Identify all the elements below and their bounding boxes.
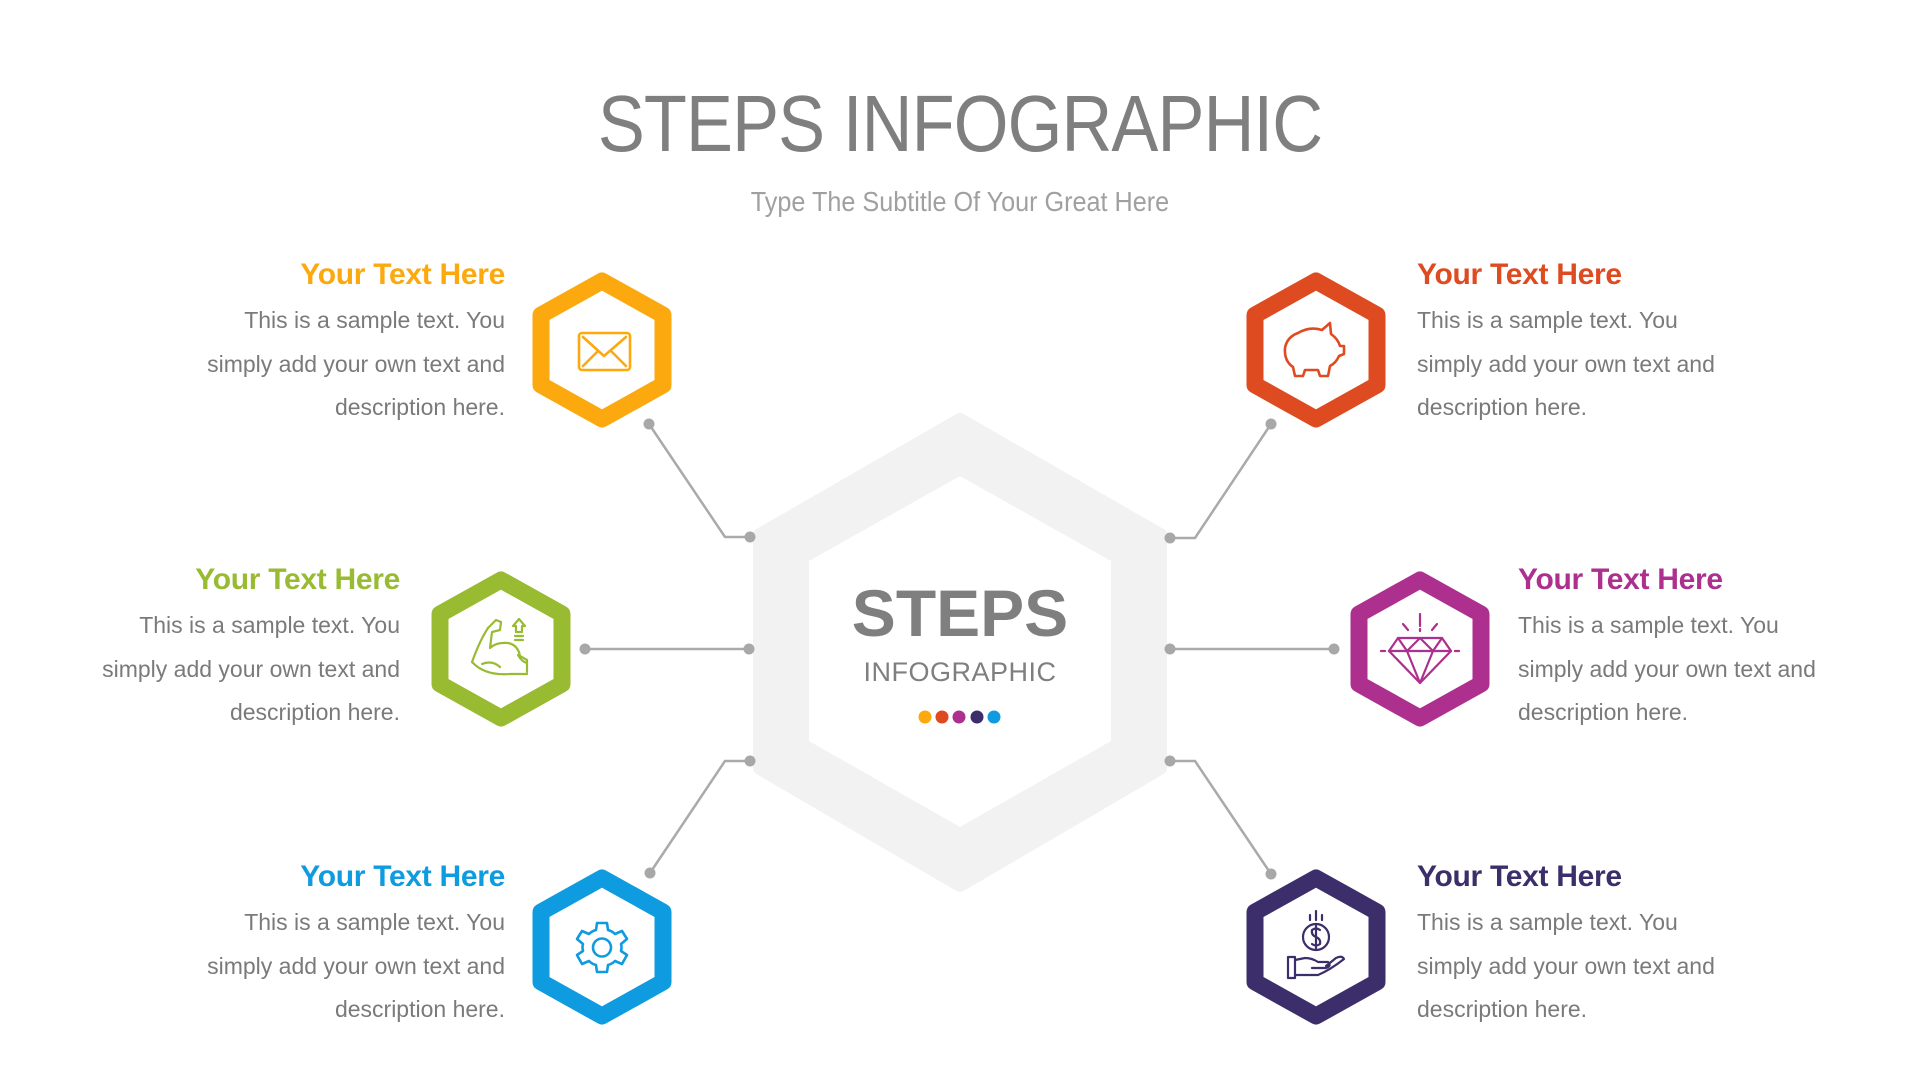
hexagon-middle-right: [1350, 571, 1490, 727]
connector-top-left: [647, 423, 750, 539]
dot-navy: [970, 710, 984, 724]
flexed-bicep-icon: [470, 617, 529, 676]
hexagon-top-right: [1246, 272, 1386, 428]
step-block-middle-left: Your Text Here This is a sample text. Yo…: [0, 560, 400, 735]
description-line: This is a sample text. You: [139, 612, 400, 638]
step-block-middle-right: Your Text Here This is a sample text. Yo…: [1518, 560, 1920, 735]
step-heading: Your Text Here: [195, 563, 400, 596]
description-line: This is a sample text. You: [1417, 909, 1678, 935]
step-heading: Your Text Here: [300, 860, 505, 893]
page-title: STEPS INFOGRAPHIC: [597, 79, 1323, 168]
description-line: description here.: [1518, 699, 1689, 725]
step-description: This is a sample text. You simply add yo…: [1518, 604, 1920, 735]
dot-orange: [918, 710, 932, 724]
step-heading: Your Text Here: [1417, 258, 1622, 291]
description-line: This is a sample text. You: [1518, 612, 1779, 638]
step-description: This is a sample text. You simply add yo…: [85, 299, 505, 430]
dot-red: [935, 710, 949, 724]
description-line: This is a sample text. You: [244, 909, 505, 935]
description-line: description here.: [1417, 996, 1588, 1022]
step-block-top-right: Your Text Here This is a sample text. Yo…: [1417, 255, 1837, 430]
description-line: This is a sample text. You: [244, 307, 505, 333]
hand-coin-icon: [1286, 909, 1346, 980]
hexagon-bottom-left: [532, 869, 672, 1025]
step-heading: Your Text Here: [1417, 860, 1622, 893]
dot-magenta: [952, 710, 966, 724]
description-line: description here.: [334, 394, 505, 420]
description-line: simply add your own text and: [207, 350, 505, 377]
description-line: description here.: [229, 699, 400, 725]
description-line: simply add your own text and: [102, 655, 400, 682]
center-subtitle: INFOGRAPHIC: [863, 657, 1057, 687]
connector-bottom-left: [648, 759, 750, 874]
dot-blue: [987, 710, 1001, 724]
description-line: simply add your own text and: [1518, 655, 1816, 682]
step-description: This is a sample text. You simply add yo…: [1417, 299, 1837, 430]
step-heading: Your Text Here: [1518, 563, 1723, 596]
page-subtitle: Type The Subtitle Of Your Great Here: [750, 186, 1170, 217]
center-color-dots: [918, 710, 1001, 724]
step-description: This is a sample text. You simply add yo…: [1417, 901, 1837, 1032]
description-line: description here.: [334, 996, 505, 1022]
description-line: simply add your own text and: [207, 952, 505, 979]
step-block-bottom-left: Your Text Here This is a sample text. Yo…: [85, 857, 505, 1032]
connectors: [585, 423, 1334, 875]
description-line: This is a sample text. You: [1417, 307, 1678, 333]
description-line: description here.: [1417, 394, 1588, 420]
description-line: simply add your own text and: [1417, 952, 1715, 979]
step-description: This is a sample text. You simply add yo…: [0, 604, 400, 735]
step-block-bottom-right: Your Text Here This is a sample text. Yo…: [1417, 857, 1837, 1032]
hexagon-top-left: [532, 272, 672, 428]
step-block-top-left: Your Text Here This is a sample text. Yo…: [85, 255, 505, 430]
center-title: STEPS: [851, 576, 1069, 650]
hexagon-middle-left: [431, 571, 571, 727]
connector-bottom-right: [1170, 759, 1273, 875]
description-line: simply add your own text and: [1417, 350, 1715, 377]
center-hexagon: [753, 413, 1167, 892]
connector-top-right: [1170, 423, 1273, 540]
gear-icon: [575, 921, 629, 974]
step-heading: Your Text Here: [300, 258, 505, 291]
diamond-icon: [1379, 612, 1461, 685]
step-description: This is a sample text. You simply add yo…: [85, 901, 505, 1032]
connector-dots: [579, 418, 1340, 880]
envelope-icon: [577, 331, 632, 372]
piggy-bank-icon: [1283, 321, 1346, 378]
